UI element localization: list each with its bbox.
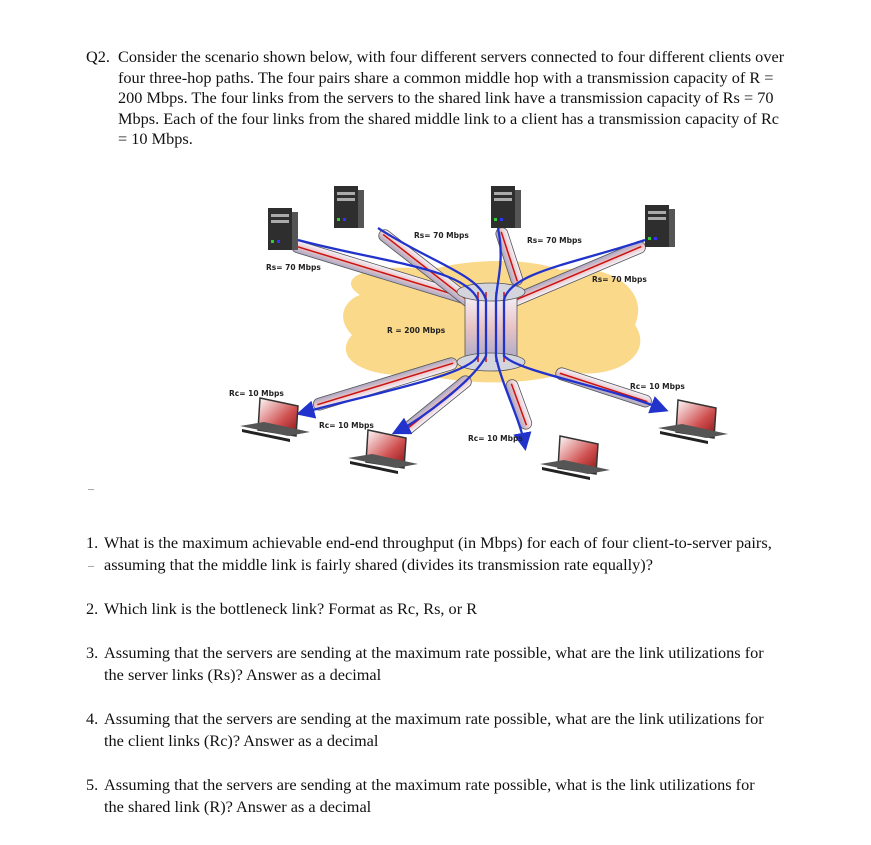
- flow-path-2: [377, 227, 488, 435]
- server-icon: [268, 208, 298, 250]
- flow-paths: [296, 227, 669, 452]
- question-number: 3.: [86, 643, 99, 662]
- question-item: 5. Assuming that the servers are sending…: [86, 774, 776, 818]
- servers: [268, 186, 675, 250]
- question-text: Which link is the bottleneck link? Forma…: [104, 599, 478, 618]
- client-computer-icon: [240, 397, 310, 442]
- margin-mark: [88, 566, 94, 567]
- server-icon: [645, 205, 675, 247]
- question-item: 1. What is the maximum achievable end-en…: [86, 532, 776, 576]
- label-r-shared: R = 200 Mbps: [387, 326, 446, 335]
- label-rs-3: Rs= 70 Mbps: [527, 236, 582, 245]
- question-text: Assuming that the servers are sending at…: [104, 709, 764, 750]
- question-text: What is the maximum achievable end-end t…: [104, 533, 772, 574]
- client-computer-icon: [348, 429, 418, 474]
- clients: [240, 397, 728, 480]
- question-item: 2. Which link is the bottleneck link? Fo…: [86, 598, 776, 620]
- network-diagram: Rs= 70 Mbps Rs= 70 Mbps Rs= 70 Mbps Rs= …: [229, 186, 728, 480]
- flow-path-4: [502, 238, 669, 414]
- margin-mark: [88, 489, 94, 490]
- flow-path-1: [296, 238, 480, 419]
- question-number: 2.: [86, 599, 99, 618]
- question-text: Assuming that the servers are sending at…: [104, 643, 764, 684]
- question-item: 4. Assuming that the servers are sending…: [86, 708, 776, 752]
- client-computer-icon: [540, 435, 610, 480]
- question-number: 4.: [86, 709, 99, 728]
- client-computer-icon: [658, 399, 728, 444]
- label-rs-2: Rs= 70 Mbps: [414, 231, 469, 240]
- question-number: 5.: [86, 775, 99, 794]
- question-text: Assuming that the servers are sending at…: [104, 775, 755, 816]
- label-rc-3: Rc= 10 Mbps: [468, 434, 523, 443]
- label-rc-1: Rc= 10 Mbps: [229, 389, 284, 398]
- label-rc-2: Rc= 10 Mbps: [319, 421, 374, 430]
- question-item: 3. Assuming that the servers are sending…: [86, 642, 776, 686]
- problem-text: Consider the scenario shown below, with …: [118, 47, 785, 148]
- flow-path-3: [494, 227, 532, 452]
- label-rs-1: Rs= 70 Mbps: [266, 263, 321, 272]
- label-rc-4: Rc= 10 Mbps: [630, 382, 685, 391]
- server-icon: [334, 186, 364, 228]
- question-list: 1. What is the maximum achievable end-en…: [86, 532, 776, 840]
- label-rs-4: Rs= 70 Mbps: [592, 275, 647, 284]
- problem-statement: Q2. Consider the scenario shown below, w…: [86, 47, 786, 150]
- problem-number: Q2.: [86, 47, 110, 66]
- shared-link-router: [456, 282, 526, 372]
- question-number: 1.: [86, 533, 99, 552]
- server-icon: [491, 186, 521, 228]
- client-link-pipe: [505, 379, 533, 430]
